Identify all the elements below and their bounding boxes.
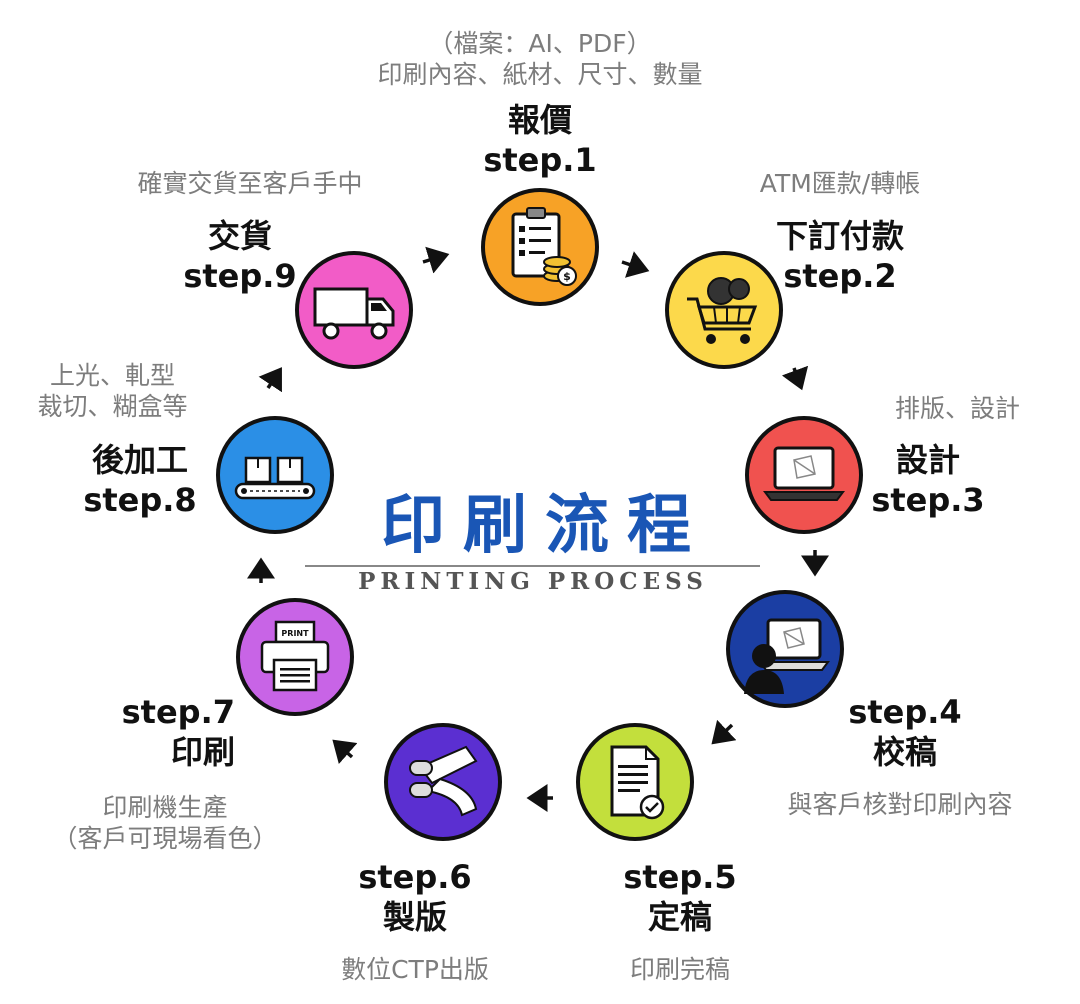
- step3-description: 排版、設計: [894, 394, 1020, 423]
- step2-description: ATM匯款/轉帳: [759, 169, 921, 198]
- step8-title: 後加工 step.8: [83, 441, 197, 519]
- step5-description: 印刷完稿: [629, 955, 730, 984]
- step9-title: 交貨 step.9: [183, 217, 297, 295]
- diagram-subtitle: PRINTING PROCESS: [358, 568, 708, 595]
- step8-node: [216, 416, 334, 534]
- step4-node: [726, 590, 844, 708]
- step4-title: step.4 校稿: [848, 693, 962, 771]
- step5-node: [576, 723, 694, 841]
- title-divider: [305, 565, 760, 567]
- arrow-6-to-7: [332, 739, 358, 765]
- arrow-4-to-5: [711, 719, 737, 745]
- step3-node: [745, 416, 863, 534]
- step1-title: 報價 step.1: [483, 101, 597, 179]
- arrow-8-to-9: [258, 367, 282, 393]
- approved-document-icon: [610, 745, 665, 820]
- laptop-design-icon: [763, 446, 845, 501]
- step4-description: 與客戶核對印刷內容: [787, 790, 1013, 819]
- print-label: PRINT: [281, 629, 309, 638]
- step1-description: （檔案：AI、PDF） 印刷內容、紙材、尺寸、數量: [377, 29, 703, 89]
- step1-node: $: [481, 188, 599, 306]
- shopping-cart-icon: [687, 277, 758, 344]
- step7-title: step.7 印刷: [121, 693, 235, 771]
- arrow-9-to-1: [422, 246, 450, 274]
- svg-text:$: $: [563, 270, 571, 283]
- step7-node: PRINT: [236, 598, 354, 716]
- step8-description: 上光、軋型 裁切、糊盒等: [37, 361, 188, 421]
- diagram-title: 印刷流程: [381, 489, 709, 563]
- step2-node: [665, 251, 783, 369]
- step9-node: [295, 251, 413, 369]
- step2-title: 下訂付款 step.2: [775, 217, 904, 295]
- step6-description: 數位CTP出版: [341, 955, 489, 984]
- step9-description: 確實交貨至客戶手中: [137, 169, 363, 198]
- step3-title: 設計 step.3: [871, 441, 985, 519]
- paper-roll-icon: [409, 745, 478, 817]
- step7-description: 印刷機生產 （客戶可現場看色）: [52, 793, 278, 853]
- step5-title: step.5 定稿: [623, 858, 737, 936]
- step6-node: [384, 723, 502, 841]
- arrow-2-to-3: [781, 365, 809, 391]
- step6-title: step.6 製版: [358, 858, 472, 936]
- conveyor-boxes-icon: [234, 456, 316, 500]
- printer-icon: PRINT: [260, 620, 330, 692]
- person-laptop-icon: [744, 618, 830, 694]
- delivery-truck-icon: [313, 287, 395, 340]
- clipboard-coins-icon: $: [511, 207, 577, 286]
- arrow-1-to-2: [621, 251, 650, 278]
